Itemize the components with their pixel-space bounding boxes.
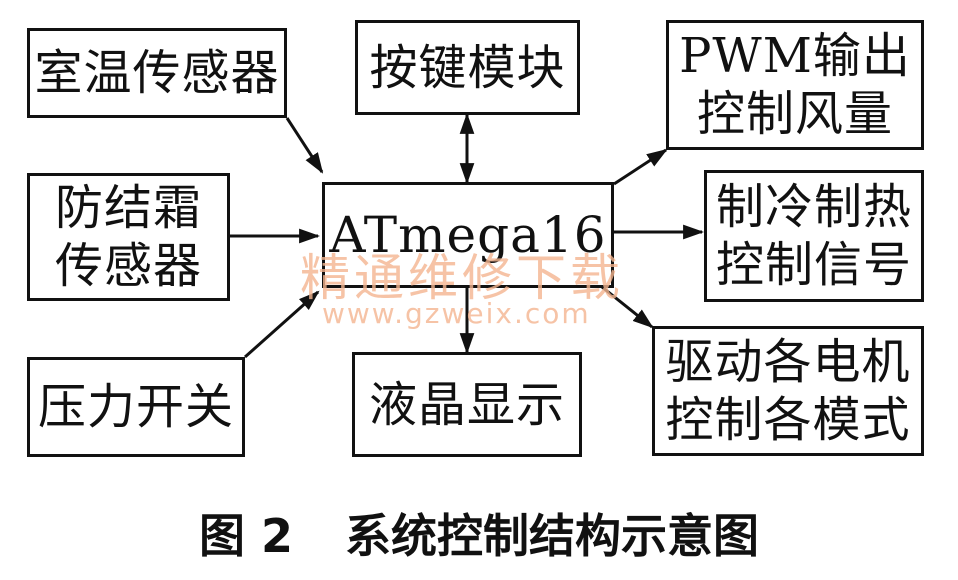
anti-frost-sensor-box: 防结霜 传感器 <box>27 173 230 301</box>
mcu-box: ATmega16 <box>322 182 614 288</box>
keypad-module-box: 按键模块 <box>355 20 580 115</box>
figure-caption: 图 2 系统控制结构示意图 <box>0 500 958 566</box>
keypad-module-label: 按键模块 <box>369 39 566 96</box>
cool-heat-signal-label: 制冷制热 控制信号 <box>715 179 912 293</box>
figure-title: 系统控制结构示意图 <box>345 509 760 563</box>
pwm-fan-box: PWM输出 控制风量 <box>666 20 924 150</box>
figure-number: 图 2 <box>198 509 294 563</box>
motor-drive-box: 驱动各电机 控制各模式 <box>652 326 924 456</box>
anti-frost-sensor-label: 防结霜 传感器 <box>54 180 202 294</box>
lcd-display-box: 液晶显示 <box>352 352 582 457</box>
arrow-pressure-to-mcu <box>244 290 320 359</box>
cool-heat-signal-box: 制冷制热 控制信号 <box>704 170 924 302</box>
arrow-room-temp-to-mcu <box>285 117 324 174</box>
pwm-fan-label: PWM输出 控制风量 <box>679 28 911 142</box>
room-temp-sensor-label: 室温传感器 <box>34 45 280 101</box>
pressure-switch-label: 压力开关 <box>37 379 234 435</box>
pressure-switch-box: 压力开关 <box>27 357 245 457</box>
motor-drive-label: 驱动各电机 控制各模式 <box>665 334 911 448</box>
room-temp-sensor-box: 室温传感器 <box>27 28 287 118</box>
arrow-mcu-to-pwm <box>613 148 668 186</box>
mcu-label: ATmega16 <box>329 206 607 264</box>
lcd-display-label: 液晶显示 <box>368 376 565 433</box>
arrow-mcu-to-motors <box>601 285 654 329</box>
